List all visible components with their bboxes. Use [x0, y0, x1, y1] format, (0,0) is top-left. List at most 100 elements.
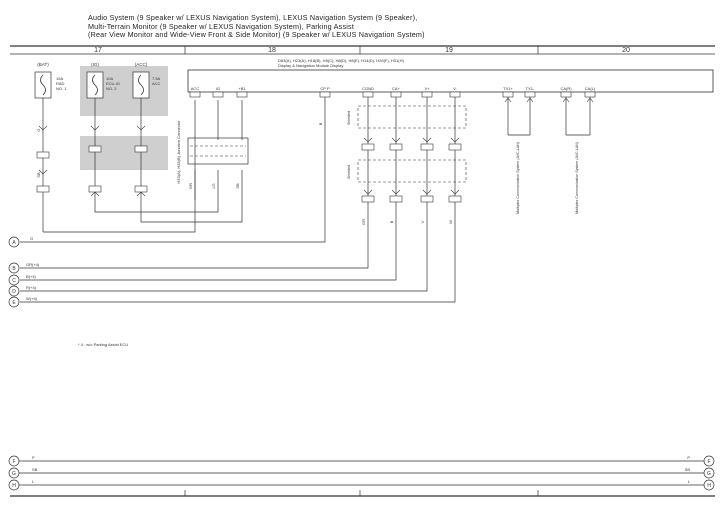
- wire: [94, 170, 219, 213]
- offpage-wire-label: B(+4): [26, 274, 37, 279]
- module-terminal: [189, 91, 201, 98]
- connector-arrow-icon: [391, 189, 401, 195]
- arrow-up-icon: [562, 97, 570, 103]
- fuse-number: NO. 1: [56, 86, 67, 91]
- offpage-letter: H: [12, 483, 16, 489]
- section-number: 20: [622, 47, 630, 54]
- shielded-label: Shielded: [347, 165, 351, 179]
- connector-pin: [88, 145, 102, 153]
- offpage-connector: [703, 467, 715, 479]
- offpage-wire-label: G: [30, 236, 33, 241]
- fuse-source-label: (ACC): [135, 62, 148, 67]
- fuse-rating: 10A: [106, 76, 113, 81]
- module-terminal: [212, 91, 224, 98]
- connector-arrow-icon: [422, 137, 432, 143]
- bus-wire-label: P: [687, 455, 690, 460]
- offpage-connector: [703, 479, 715, 491]
- wire-color: LG: [211, 183, 216, 188]
- connector-pin: [420, 195, 434, 203]
- bus-wire-label: L: [688, 479, 691, 484]
- module-codes: D83(A), H23(A), H18(B), H8(C), H8(D), H8…: [278, 58, 404, 63]
- title-line-1: Audio System (9 Speaker w/ LEXUS Navigat…: [88, 13, 418, 22]
- fuse-name: RAD: [56, 81, 65, 86]
- offpage-connector: [8, 262, 20, 274]
- section-number: 19: [445, 47, 453, 54]
- footnote: * 4 : w/o Parking Assist ECU: [78, 342, 128, 347]
- shielded-label: Shielded: [347, 111, 351, 125]
- module-terminal: [319, 91, 331, 98]
- fuse-rating: 15A: [56, 76, 63, 81]
- offpage-letter: H: [707, 483, 711, 489]
- module-pin-label: IG: [216, 86, 220, 91]
- mpx-label: Multiplex Communication System (AVC-LAN): [516, 142, 520, 214]
- junction-connector: [187, 137, 249, 165]
- wire-color: V: [420, 220, 425, 223]
- offpage-letter: G: [707, 471, 711, 477]
- wire: [20, 97, 326, 243]
- fuse-name: ACC: [152, 81, 161, 86]
- module-pin-label: ACC: [191, 86, 200, 91]
- module-terminal: [524, 91, 536, 98]
- connector-pin: [448, 195, 462, 203]
- offpage-letter: C: [12, 278, 16, 284]
- arrow-up-icon: [586, 97, 594, 103]
- fuse-number: NO. 2: [106, 86, 117, 91]
- offpage-connector: [8, 274, 20, 286]
- bus-wire-label: L: [32, 479, 35, 484]
- wire: [20, 97, 397, 281]
- connector-arrow-icon: [450, 137, 460, 143]
- connector-arrow-icon: [450, 189, 460, 195]
- bus-wire-label: SB: [32, 467, 38, 472]
- section-number: 17: [94, 47, 102, 54]
- connector-arrow-icon: [422, 189, 432, 195]
- module-terminal: [584, 91, 596, 98]
- module-pin-label: CA(R): [560, 86, 572, 91]
- connector-pin: [361, 143, 375, 151]
- offpage-connector: [8, 296, 20, 308]
- connector-pin: [36, 185, 50, 193]
- connector-arrow-icon: [38, 125, 48, 131]
- module-terminal: [421, 91, 433, 98]
- shielded-box: [357, 105, 467, 129]
- offpage-connector: [8, 455, 20, 467]
- wire: [43, 100, 196, 233]
- module-terminal: [362, 91, 374, 98]
- module-pin-label: CGND: [362, 86, 374, 91]
- connector-arrow-icon: [90, 125, 100, 131]
- module-terminal: [236, 91, 248, 98]
- offpage-connector: [8, 467, 20, 479]
- connector-arrow-icon: [136, 125, 146, 131]
- section-number: 18: [268, 47, 276, 54]
- wire-color: G: [36, 128, 41, 131]
- connector-arrow-icon: [90, 191, 100, 197]
- offpage-connector: [8, 479, 20, 491]
- wire: [20, 97, 456, 303]
- wire-color: SB: [235, 183, 240, 189]
- connector-arrow-icon: [391, 137, 401, 143]
- mpx-label: Multiplex Communication System (AVC-LAN): [575, 142, 579, 214]
- connector-pin: [448, 143, 462, 151]
- connector-arrow-icon: [136, 191, 146, 197]
- wire-color: W: [448, 220, 453, 224]
- shielded-box: [357, 159, 467, 183]
- page-title: Audio System (9 Speaker w/ LEXUS Navigat…: [88, 13, 648, 40]
- offpage-wire-label: W(+4): [26, 296, 38, 301]
- wire-color: GR: [188, 183, 193, 189]
- module-pin-label: CA(L): [585, 86, 596, 91]
- connector-arrow-icon: [363, 137, 373, 143]
- arrow-up-icon: [526, 97, 534, 103]
- bus-wire-label: SB: [685, 467, 691, 472]
- offpage-connector: [8, 285, 20, 297]
- module-pin-label: TX1+: [503, 86, 513, 91]
- fuse-element-icon: [40, 74, 46, 96]
- junction-connector-label: H33(A), H33(B) Junction Connector: [176, 120, 181, 184]
- connector-pin: [420, 143, 434, 151]
- bus-wire-label: P: [32, 455, 35, 460]
- wire: [20, 97, 428, 292]
- connector-pin: [361, 195, 375, 203]
- module-terminal: [390, 91, 402, 98]
- fuse-rating: 7.5A: [152, 76, 161, 81]
- offpage-connector: [8, 236, 20, 248]
- title-line-3: (Rear View Monitor and Wide-View Front &…: [88, 30, 425, 40]
